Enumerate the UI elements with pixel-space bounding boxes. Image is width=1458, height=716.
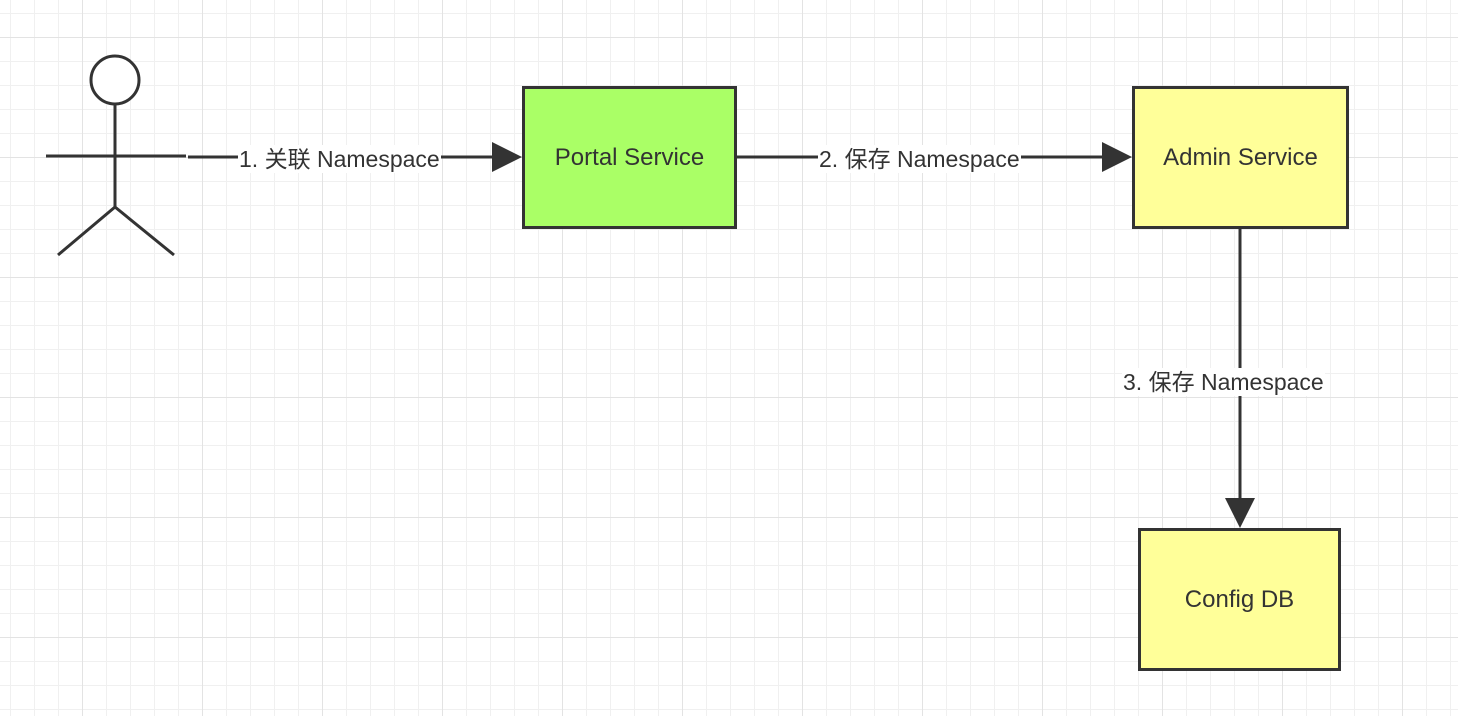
edge-label-step3: 3. 保存 Namespace [1122, 368, 1325, 396]
node-admin-service[interactable]: Admin Service [1132, 86, 1349, 229]
edge-label-step1: 1. 关联 Namespace [238, 145, 441, 173]
node-portal-service[interactable]: Portal Service [522, 86, 737, 229]
node-admin-service-label: Admin Service [1163, 143, 1318, 171]
node-portal-service-label: Portal Service [554, 143, 705, 171]
node-config-db-label: Config DB [1184, 585, 1295, 613]
actor-left-leg [57, 205, 116, 257]
node-config-db[interactable]: Config DB [1138, 528, 1341, 671]
actor-head [89, 54, 141, 106]
user-stick-figure-icon[interactable] [46, 54, 186, 257]
edge-label-step2: 2. 保存 Namespace [818, 145, 1021, 173]
actor-right-leg [114, 205, 175, 257]
